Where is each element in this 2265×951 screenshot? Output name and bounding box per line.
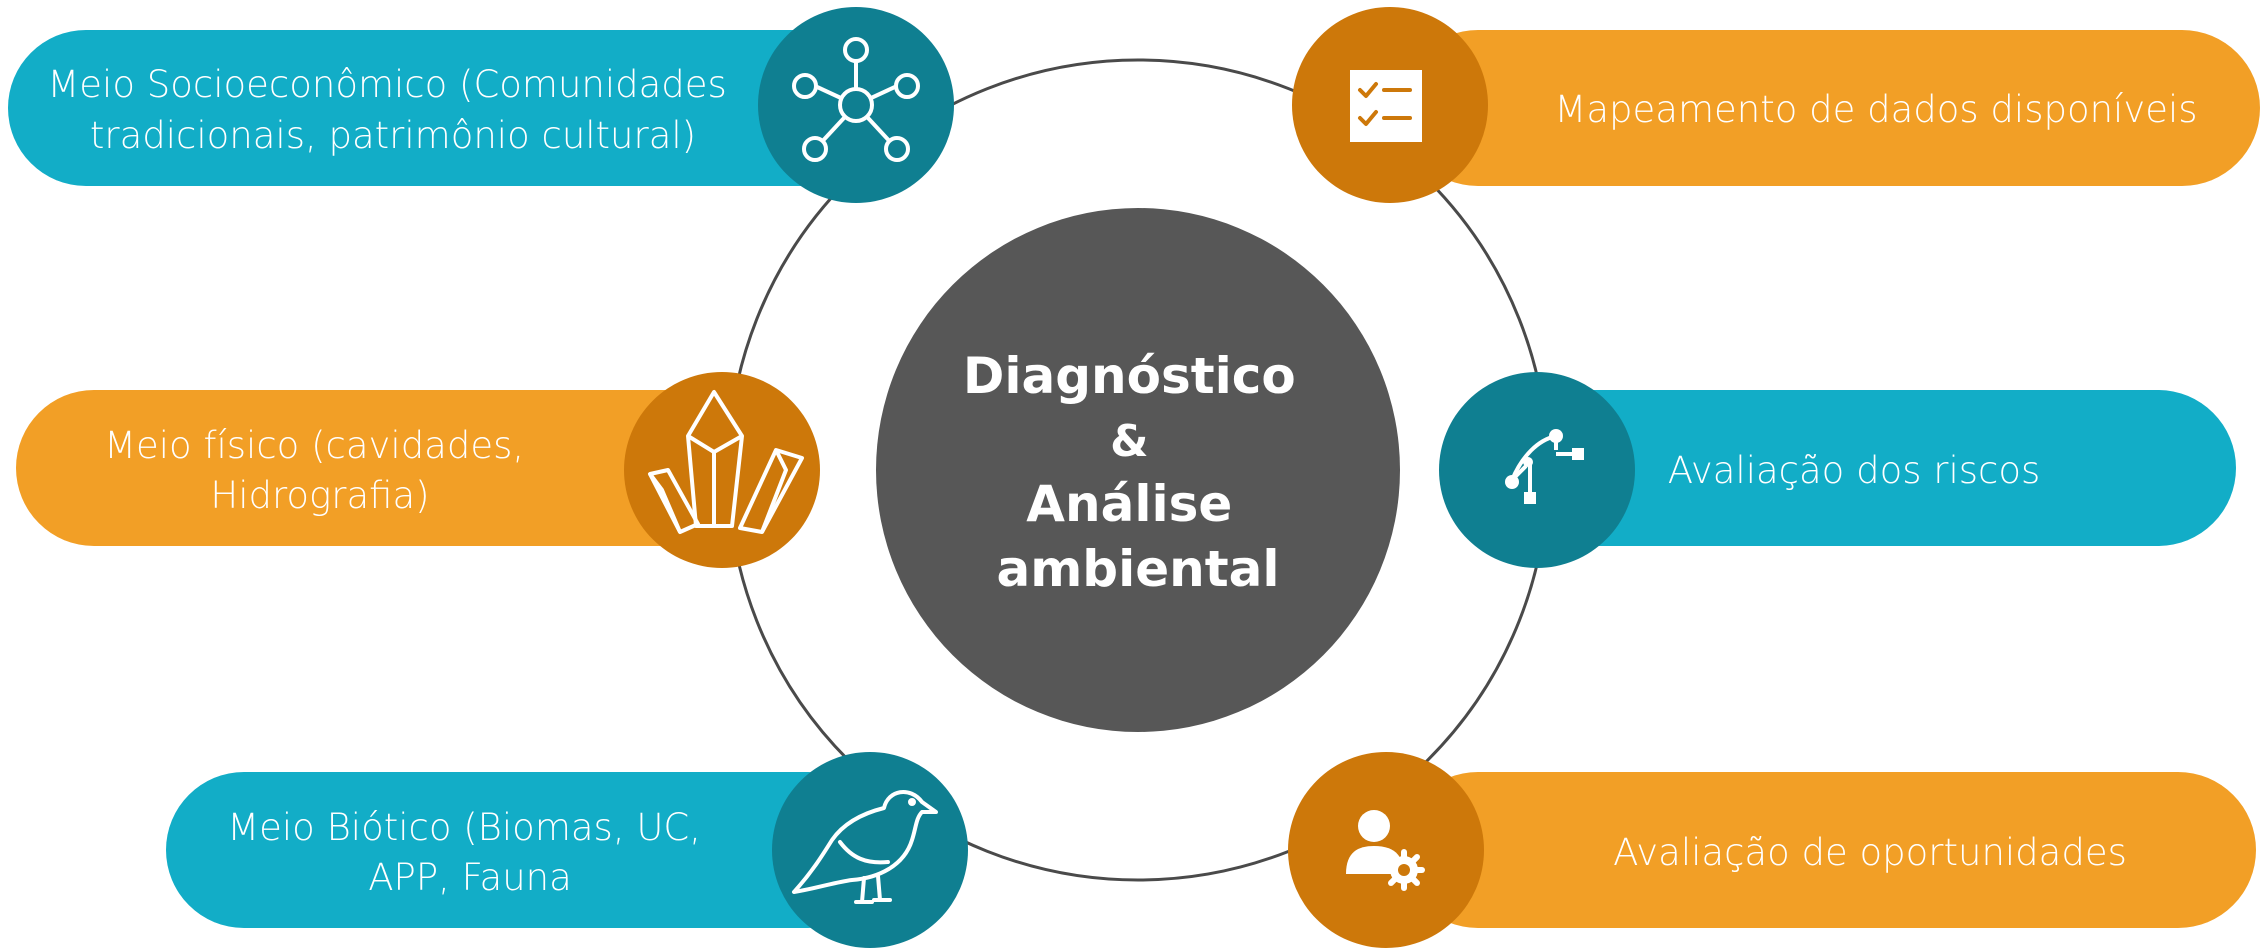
pill-fisico [16, 390, 796, 546]
vector-curve-icon [1439, 372, 1635, 568]
pill-fisico-text: Meio físico (cavidades, Hidrografia) [104, 424, 536, 517]
center-title: Diagnóstico & Análise ambiental [963, 347, 1313, 598]
pill-oportunidades [1400, 772, 2256, 928]
user-gear-icon [1288, 752, 1484, 948]
pill-biotico-text: Meio Biótico (Biomas, UC, APP, Fauna [227, 806, 713, 899]
checklist-icon [1292, 7, 1488, 203]
bird-icon [772, 752, 968, 948]
center-circle [876, 208, 1400, 732]
network-icon [758, 7, 954, 203]
pill-socioeconomico [8, 30, 888, 186]
pill-socioeconomico-text: Meio Socioeconômico (Comunidades tradici… [47, 63, 738, 157]
pill-riscos [1500, 390, 2236, 546]
pill-mapeamento [1400, 30, 2260, 186]
pill-oportunidades-text: Avaliação de oportunidades [1613, 831, 2127, 874]
pill-biotico [166, 772, 886, 928]
pill-riscos-text: Avaliação dos riscos [1668, 449, 2041, 492]
crystal-icon [624, 372, 820, 568]
pill-mapeamento-text: Mapeamento de dados disponíveis [1554, 88, 2197, 131]
